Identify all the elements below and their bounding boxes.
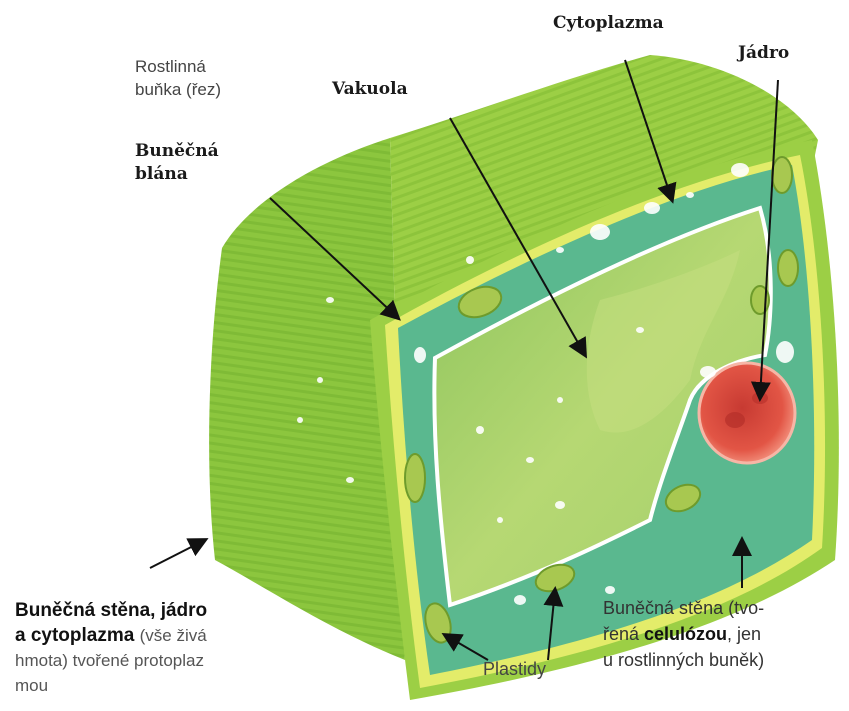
label-protoplazma-bold1: Buněčná stěna, jádro	[15, 600, 207, 621]
label-jadro: Jádro	[738, 42, 789, 65]
label-stena-line2-a: řená	[603, 624, 644, 644]
label-rostlinna-bunka-line2: buňka (řez)	[135, 78, 221, 101]
label-protoplazma-line3: hmota) tvořené protoplaz	[15, 648, 207, 673]
plastid	[778, 250, 798, 286]
label-bunecna-blana-line1: Buněčná	[135, 140, 219, 163]
nucleus	[699, 363, 795, 463]
label-protoplazma-light2: (vše živá	[140, 626, 207, 645]
label-protoplazma-line4: mou	[15, 673, 207, 698]
cell-side-face	[209, 138, 405, 660]
arrow-protoplazma	[150, 540, 205, 568]
label-protoplazma-line1: Buněčná stěna, jádro	[15, 598, 207, 623]
label-stena-line1: Buněčná stěna (tvo-	[603, 595, 764, 621]
label-protoplazma-bold2: a cytoplazma	[15, 625, 134, 646]
label-protoplazma: Buněčná stěna, jádro a cytoplazma (vše ž…	[15, 598, 207, 698]
label-stena-celulozou: celulózou	[644, 624, 727, 644]
label-plastidy: Plastidy	[483, 658, 546, 681]
label-protoplazma-line3-text: hmota) tvořené protoplaz	[15, 651, 204, 670]
plastid	[772, 157, 792, 193]
label-protoplazma-line2: a cytoplazma (vše živá	[15, 623, 207, 648]
label-protoplazma-line4-text: mou	[15, 676, 48, 695]
label-bunecna-blana-line2: blána	[135, 163, 219, 186]
nucleolus-1	[725, 412, 745, 428]
label-bunecna-stena: Buněčná stěna (tvo- řená celulózou, jen …	[603, 595, 764, 673]
label-stena-line2-b: , jen	[727, 624, 761, 644]
label-rostlinna-bunka: Rostlinná buňka (řez)	[135, 55, 221, 101]
label-bunecna-blana: Buněčná blána	[135, 140, 219, 186]
label-cytoplazma: Cytoplazma	[553, 12, 664, 35]
plastid	[405, 454, 425, 502]
label-stena-line3: u rostlinných buněk)	[603, 647, 764, 673]
label-stena-line2: řená celulózou, jen	[603, 621, 764, 647]
label-vakuola: Vakuola	[332, 78, 408, 101]
label-rostlinna-bunka-line1: Rostlinná	[135, 55, 221, 78]
